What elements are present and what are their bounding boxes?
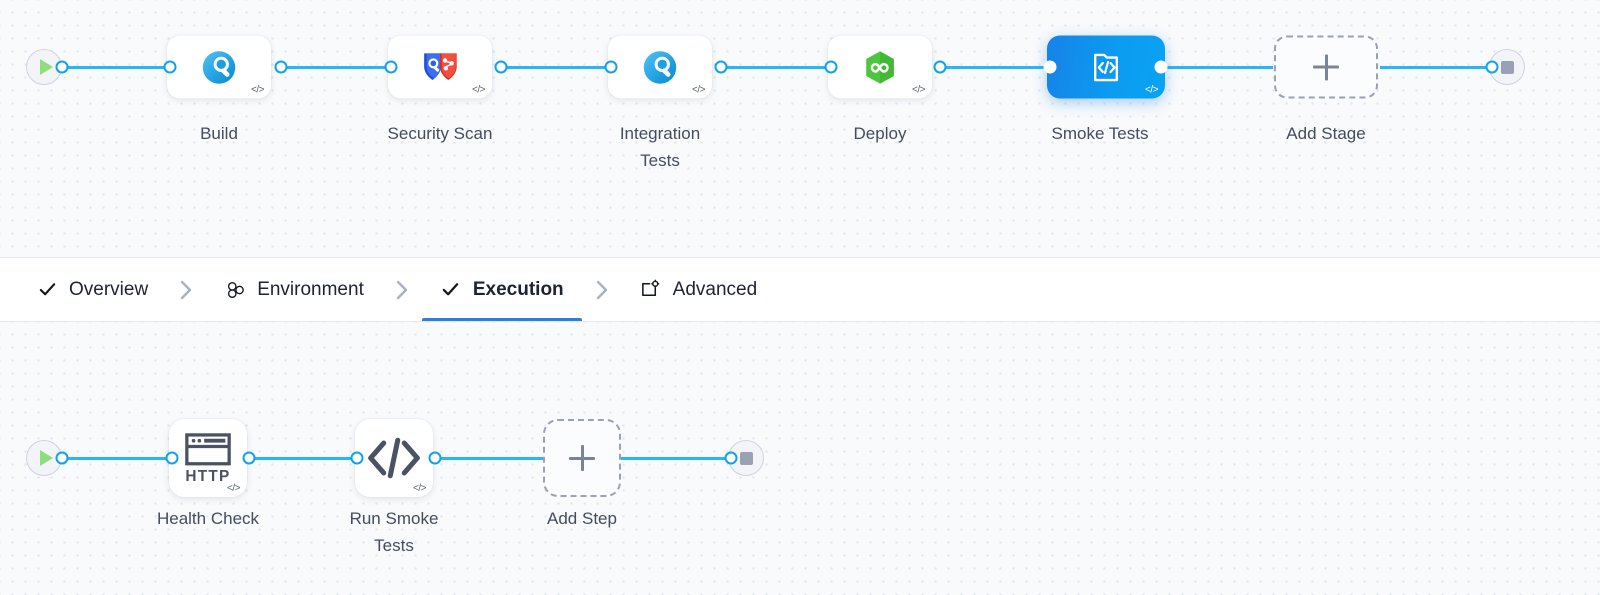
tab-separator-3: [582, 258, 622, 321]
pipeline-tabbar: Overview Environment Execution: [0, 257, 1600, 322]
tab-advanced[interactable]: Advanced: [622, 258, 776, 321]
magnifier-gradient-icon: [202, 50, 236, 84]
tab-execution[interactable]: Execution: [421, 258, 582, 321]
stage-label-build: Build: [200, 124, 238, 143]
port-smoke-in[interactable]: [1043, 60, 1057, 74]
tab-environment[interactable]: Environment: [206, 258, 382, 321]
step-label-health-check: Health Check: [156, 509, 260, 528]
stage-node-integration-tests[interactable]: </>: [608, 35, 712, 99]
add-stage-button[interactable]: [1274, 35, 1378, 99]
port-smoke-out[interactable]: [1154, 60, 1168, 74]
http-icon: HTTP: [185, 433, 231, 484]
card-gear-icon: [640, 279, 662, 301]
add-step-label: Add Step: [547, 509, 617, 528]
port-integration-in[interactable]: [604, 60, 618, 74]
code-badge: </>: [912, 84, 925, 96]
play-icon: [39, 450, 53, 466]
tab-label-advanced: Advanced: [672, 278, 758, 300]
tab-label-execution: Execution: [472, 278, 564, 300]
code-badge: </>: [413, 483, 426, 494]
stage-node-smoke-tests[interactable]: </>: [1047, 35, 1165, 99]
add-step-button[interactable]: [543, 419, 621, 497]
code-card-icon: [1094, 53, 1118, 81]
stage-label-smoke-tests: Smoke Tests: [1051, 124, 1149, 143]
tab-separator-1: [166, 258, 206, 321]
wire-deploy-smoke: [940, 66, 1050, 69]
port-integration-out[interactable]: [714, 60, 728, 74]
port-runsmoke-out[interactable]: [428, 451, 442, 465]
wire-build-security: [281, 66, 391, 69]
code-tags-icon: [368, 437, 420, 479]
stage-node-security-scan[interactable]: </>: [388, 35, 492, 99]
chevron-right-icon: [596, 280, 607, 299]
wire-smoke-addstage: [1161, 66, 1273, 69]
play-icon: [39, 59, 53, 75]
stage-label-integration-tests: Integration Tests: [619, 124, 701, 170]
port-steps-start-out[interactable]: [55, 451, 69, 465]
chevron-right-icon: [396, 280, 408, 299]
port-steps-end-in[interactable]: [724, 451, 738, 465]
stop-icon: [739, 451, 753, 465]
stage-node-build[interactable]: </>: [167, 35, 271, 99]
wire-integration-deploy: [721, 66, 831, 69]
port-security-out[interactable]: [494, 60, 508, 74]
stage-label-deploy: Deploy: [853, 124, 907, 143]
tab-overview[interactable]: Overview: [18, 258, 166, 321]
stop-icon: [1500, 60, 1514, 74]
check-icon: [440, 279, 462, 301]
dual-shield-icon: [424, 52, 457, 80]
stage-label-security-scan: Security Scan: [387, 124, 493, 143]
port-health-out[interactable]: [242, 451, 256, 465]
port-start-out[interactable]: [55, 60, 69, 74]
plus-icon: [1313, 54, 1339, 80]
wire-runsmoke-addstep: [435, 457, 545, 460]
check-icon: [36, 279, 58, 301]
chevron-right-icon: [180, 280, 192, 299]
port-build-out[interactable]: [274, 60, 288, 74]
magnifier-gradient-icon: [643, 50, 677, 84]
code-badge: </>: [227, 483, 240, 494]
wire-addstage-end: [1380, 66, 1506, 69]
port-deploy-out[interactable]: [933, 60, 947, 74]
step-node-run-smoke-tests[interactable]: </>: [355, 419, 433, 497]
step-node-health-check[interactable]: HTTP </>: [169, 419, 247, 497]
port-end-in[interactable]: [1485, 60, 1499, 74]
add-stage-label: Add Stage: [1286, 124, 1366, 143]
wire-health-runsmoke: [249, 457, 357, 460]
port-runsmoke-in[interactable]: [350, 451, 364, 465]
port-deploy-in[interactable]: [824, 60, 838, 74]
plus-icon: [569, 445, 595, 471]
tab-label-environment: Environment: [257, 278, 364, 300]
wire-security-integration: [501, 66, 611, 69]
code-badge: </>: [1145, 84, 1158, 96]
wire-start-health: [62, 457, 172, 460]
step-label-run-smoke-tests: Run Smoke Tests: [349, 509, 439, 555]
wire-start-build: [62, 66, 170, 69]
steps-canvas[interactable]: HTTP </> Health Check </> Run Smoke Test…: [0, 322, 1600, 595]
stages-canvas[interactable]: </> Build </> Security Scan: [0, 0, 1600, 257]
code-badge: </>: [472, 84, 485, 96]
tab-separator-2: [382, 258, 422, 321]
port-security-in[interactable]: [384, 60, 398, 74]
port-health-in[interactable]: [165, 451, 179, 465]
molecule-icon: [224, 279, 246, 301]
port-build-in[interactable]: [163, 60, 177, 74]
code-badge: </>: [251, 84, 264, 96]
tab-label-overview: Overview: [69, 278, 149, 300]
wire-addstep-end: [619, 457, 731, 460]
hexagon-infinity-icon: [866, 50, 894, 84]
svg-text:HTTP: HTTP: [185, 468, 230, 484]
code-badge: </>: [692, 84, 705, 96]
stage-node-deploy[interactable]: </>: [828, 35, 932, 99]
